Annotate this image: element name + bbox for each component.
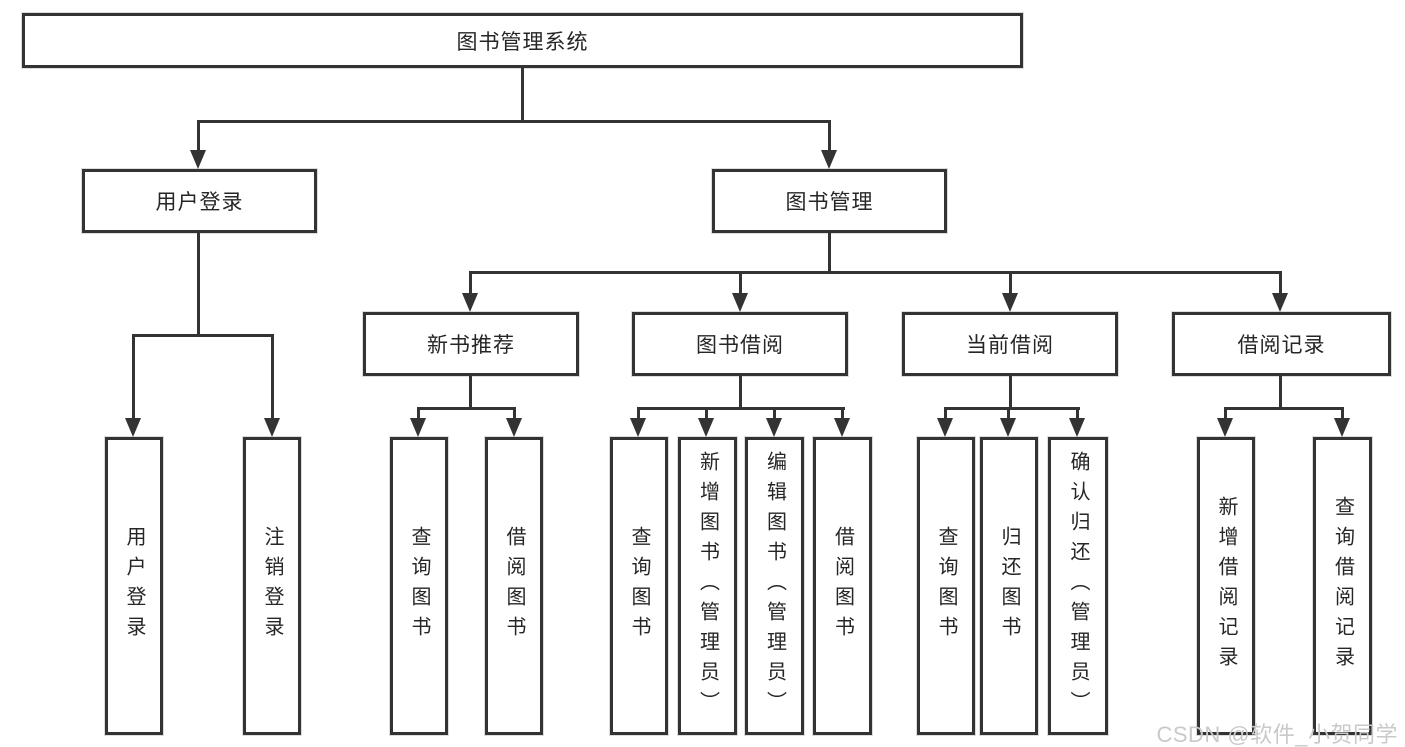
connector-line bbox=[197, 120, 831, 123]
connector-line bbox=[1076, 407, 1079, 418]
connector-line bbox=[828, 120, 831, 151]
arrow-down-icon bbox=[698, 418, 714, 437]
arrow-down-icon bbox=[937, 418, 953, 437]
node-borrow-record: 借阅记录 bbox=[1172, 312, 1391, 376]
connector-line bbox=[773, 407, 776, 418]
connector-line bbox=[828, 233, 831, 271]
leaf-add-books-admin: 新增图书（管理员） bbox=[678, 437, 737, 735]
arrow-down-icon bbox=[732, 293, 748, 312]
arrow-down-icon bbox=[821, 150, 837, 169]
leaf-label: 新增借阅记录 bbox=[1215, 496, 1237, 676]
connector-line bbox=[841, 407, 844, 418]
leaf-label: 查询借阅记录 bbox=[1331, 496, 1354, 676]
node-book-management: 图书管理 bbox=[712, 169, 947, 233]
connector-line bbox=[271, 334, 274, 418]
leaf-label: 归还图书 bbox=[998, 526, 1020, 646]
connector-line bbox=[705, 407, 708, 418]
leaf-user-login: 用户登录 bbox=[105, 437, 163, 735]
connector-line bbox=[417, 407, 420, 418]
connector-line bbox=[1009, 376, 1012, 407]
connector-line bbox=[469, 376, 472, 407]
leaf-query-books-borrow: 查询图书 bbox=[610, 437, 668, 735]
connector-line bbox=[1341, 407, 1344, 418]
connector-line bbox=[944, 407, 1080, 410]
leaf-label: 查询图书 bbox=[628, 526, 650, 646]
connector-line bbox=[132, 334, 274, 337]
connector-line bbox=[1009, 271, 1012, 293]
leaf-label: 借阅图书 bbox=[503, 526, 525, 646]
arrow-down-icon bbox=[125, 418, 141, 437]
arrow-down-icon bbox=[630, 418, 646, 437]
connector-line bbox=[1224, 407, 1227, 418]
leaf-label: 注销登录 bbox=[261, 526, 283, 646]
connector-line bbox=[1007, 407, 1010, 418]
leaf-label: 查询图书 bbox=[408, 526, 430, 646]
node-user-login: 用户登录 bbox=[82, 169, 317, 233]
connector-line bbox=[637, 407, 845, 410]
arrow-down-icon bbox=[264, 418, 280, 437]
node-label: 图书管理 bbox=[785, 191, 874, 214]
node-label: 借阅记录 bbox=[1237, 334, 1326, 357]
node-label: 用户登录 bbox=[155, 191, 244, 214]
connector-line bbox=[197, 233, 200, 334]
arrow-down-icon bbox=[1334, 418, 1350, 437]
arrow-down-icon bbox=[1217, 418, 1233, 437]
leaf-add-borrow-record: 新增借阅记录 bbox=[1197, 437, 1255, 735]
leaf-logout: 注销登录 bbox=[243, 437, 301, 735]
node-new-book-recommend: 新书推荐 bbox=[363, 312, 579, 376]
connector-line bbox=[739, 271, 742, 293]
node-label: 图书管理系统 bbox=[456, 30, 589, 54]
arrow-down-icon bbox=[1272, 293, 1288, 312]
connector-line bbox=[521, 68, 524, 121]
leaf-query-borrow-record: 查询借阅记录 bbox=[1313, 437, 1372, 735]
leaf-label: 确认归还（管理员） bbox=[1067, 451, 1089, 721]
leaf-query-books-current: 查询图书 bbox=[917, 437, 975, 735]
node-library-management-system: 图书管理系统 bbox=[22, 13, 1023, 68]
arrow-down-icon bbox=[462, 293, 478, 312]
leaf-label: 用户登录 bbox=[123, 526, 145, 646]
leaf-label: 借阅图书 bbox=[831, 526, 854, 646]
leaf-borrow-books: 借阅图书 bbox=[813, 437, 872, 735]
leaf-confirm-return-admin: 确认归还（管理员） bbox=[1048, 437, 1108, 735]
connector-line bbox=[417, 407, 516, 410]
leaf-label: 编辑图书（管理员） bbox=[763, 451, 786, 721]
arrow-down-icon bbox=[410, 418, 426, 437]
node-book-borrow: 图书借阅 bbox=[632, 312, 848, 376]
leaf-return-books: 归还图书 bbox=[980, 437, 1038, 735]
leaf-label: 查询图书 bbox=[935, 526, 957, 646]
connector-line bbox=[637, 407, 640, 418]
connector-line bbox=[944, 407, 947, 418]
connector-line bbox=[132, 334, 135, 418]
leaf-edit-books-admin: 编辑图书（管理员） bbox=[745, 437, 804, 735]
arrow-down-icon bbox=[1000, 418, 1016, 437]
connector-line bbox=[739, 376, 742, 407]
connector-line bbox=[1279, 376, 1282, 407]
csdn-watermark: CSDN @软件_小贺同学 bbox=[1156, 722, 1398, 747]
connector-line bbox=[1224, 407, 1344, 410]
arrow-down-icon bbox=[1069, 418, 1085, 437]
node-label: 当前借阅 bbox=[966, 334, 1054, 357]
connector-line bbox=[513, 407, 516, 418]
arrow-down-icon bbox=[1002, 293, 1018, 312]
leaf-query-books-recommend: 查询图书 bbox=[390, 437, 448, 735]
arrow-down-icon bbox=[834, 418, 850, 437]
arrow-down-icon bbox=[506, 418, 522, 437]
node-current-borrow: 当前借阅 bbox=[902, 312, 1118, 376]
connector-line bbox=[469, 271, 472, 293]
arrow-down-icon bbox=[190, 150, 206, 169]
arrow-down-icon bbox=[766, 418, 782, 437]
connector-line bbox=[1279, 271, 1282, 293]
leaf-borrow-books-recommend: 借阅图书 bbox=[485, 437, 543, 735]
connector-line bbox=[197, 120, 200, 151]
node-label: 图书借阅 bbox=[696, 334, 784, 357]
leaf-label: 新增图书（管理员） bbox=[696, 451, 719, 721]
node-label: 新书推荐 bbox=[427, 334, 515, 357]
connector-line bbox=[469, 271, 1282, 274]
